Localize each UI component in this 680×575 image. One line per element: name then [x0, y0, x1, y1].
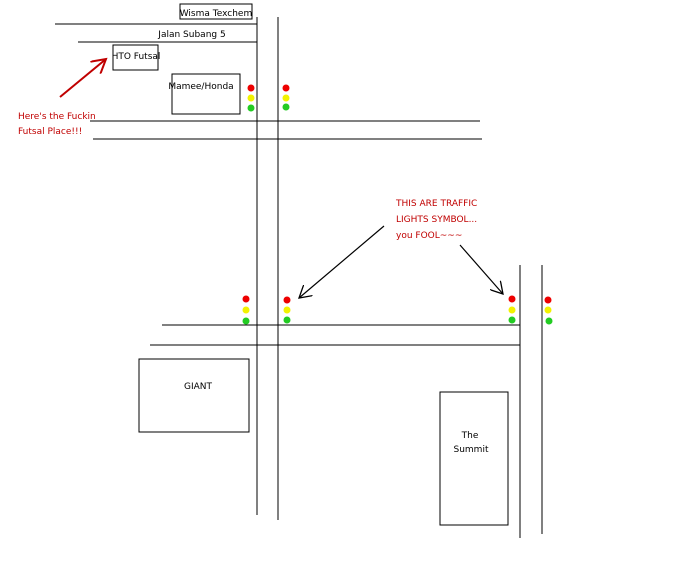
- traffic-light-red-icon: [283, 296, 291, 304]
- traffic-light-upper-left: [247, 84, 255, 112]
- label-summit-line2: Summit: [454, 445, 489, 455]
- traffic-light-upper-right: [282, 84, 290, 111]
- traffic-light-green-icon: [282, 103, 290, 111]
- annotation-futsal-line1: Here's the Fuckin: [18, 112, 96, 122]
- traffic-light-yellow-icon: [544, 306, 552, 314]
- label-hto-futsal: HTO Futsal: [112, 52, 161, 62]
- label-giant: GIANT: [184, 382, 213, 392]
- label-summit-line1: The: [461, 431, 479, 441]
- traffic-light-lower-center: [283, 296, 291, 324]
- annotation-futsal-line2: Futsal Place!!!: [18, 127, 82, 137]
- traffic-light-red-icon: [247, 84, 255, 92]
- roads: [55, 17, 543, 538]
- black-arrow-left-icon: [299, 225, 385, 298]
- traffic-light-east-left: [508, 295, 516, 324]
- building-wisma-texchem: [179, 3, 253, 20]
- traffic-light-yellow-icon: [247, 94, 255, 102]
- building-mamee-honda: [171, 73, 241, 115]
- traffic-light-green-icon: [508, 316, 516, 324]
- traffic-light-yellow-icon: [282, 94, 290, 102]
- label-mamee-honda: Mamee/Honda: [168, 82, 233, 92]
- traffic-light-red-icon: [242, 295, 250, 303]
- annotation-traffic-line2: LIGHTS SYMBOL...: [396, 215, 477, 225]
- label-wisma-texchem: Wisma Texchem: [180, 9, 253, 19]
- traffic-light-green-icon: [247, 104, 255, 112]
- traffic-light-green-icon: [242, 317, 250, 325]
- annotation-traffic-line3: you FOOL~~~: [396, 231, 462, 241]
- building-giant: [138, 358, 250, 433]
- buildings: [112, 3, 509, 526]
- traffic-light-east-right: [544, 296, 553, 325]
- label-jalan-subang: Jalan Subang 5: [157, 30, 225, 40]
- building-the-summit: [439, 391, 509, 526]
- traffic-light-yellow-icon: [508, 306, 516, 314]
- traffic-light-yellow-icon: [283, 306, 291, 314]
- red-arrow-icon: [59, 59, 106, 98]
- traffic-light-red-icon: [508, 295, 516, 303]
- traffic-light-yellow-icon: [242, 306, 250, 314]
- building-hto-futsal: [112, 44, 159, 71]
- traffic-light-red-icon: [282, 84, 290, 92]
- traffic-light-green-icon: [283, 316, 291, 324]
- traffic-light-lower-left: [242, 295, 250, 325]
- black-arrow-right-icon: [459, 244, 503, 294]
- traffic-light-green-icon: [545, 317, 553, 325]
- annotation-traffic-line1: THIS ARE TRAFFIC: [395, 199, 477, 209]
- traffic-light-red-icon: [544, 296, 552, 304]
